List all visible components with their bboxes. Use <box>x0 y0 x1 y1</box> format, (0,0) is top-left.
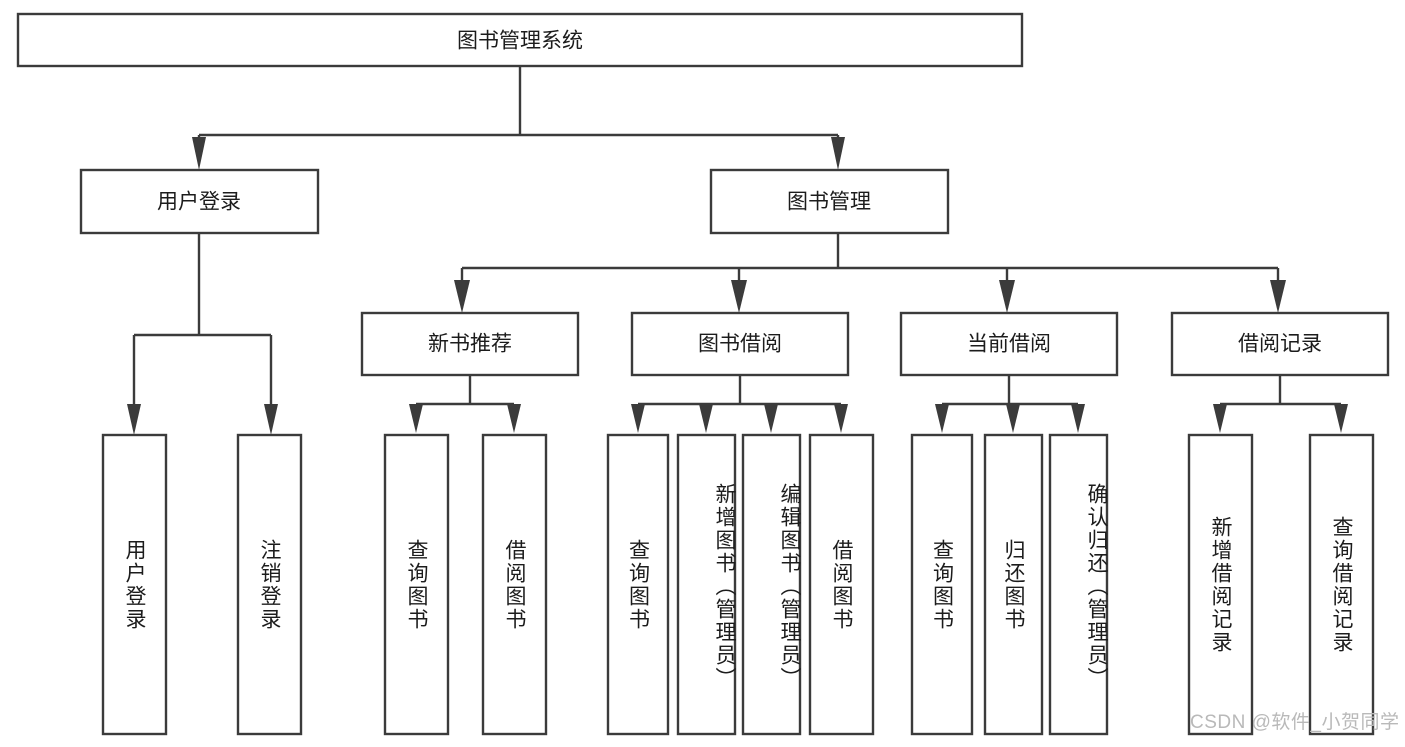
node-user-login-label: 用户登录 <box>157 191 241 214</box>
node-borrow-record-label: 借阅记录 <box>1238 333 1322 356</box>
node-root-box[interactable] <box>16 12 1024 68</box>
leaf-box-user-login[interactable] <box>101 433 168 736</box>
node-current-borrow-box[interactable] <box>899 311 1119 377</box>
node-user-login[interactable]: 用户登录 <box>79 168 320 235</box>
arrow-to-book-borrow <box>731 280 747 313</box>
leaf-box-query-borrow-record[interactable] <box>1308 433 1375 736</box>
arrow-to-user-login <box>192 137 206 170</box>
leaf-box-query-book-1[interactable] <box>383 433 450 736</box>
leaf-boxes <box>101 433 1375 736</box>
arrow-bb-leaf-4 <box>834 404 848 433</box>
node-borrow-record-box[interactable] <box>1170 311 1390 377</box>
arrow-cb-leaf-2 <box>1006 404 1020 433</box>
leaf-box-borrow-book-1[interactable] <box>481 433 548 736</box>
arrow-to-leaf-user-login <box>127 404 141 435</box>
arrow-br-leaf-2 <box>1334 404 1348 433</box>
edge-group-book-borrow <box>631 375 848 433</box>
arrow-nbr-leaf-2 <box>507 404 521 433</box>
arrow-br-leaf-1 <box>1213 404 1227 433</box>
leaf-box-add-borrow-record[interactable] <box>1187 433 1254 736</box>
node-book-mgmt[interactable]: 图书管理 <box>709 168 950 235</box>
watermark-text: CSDN @软件_小贺同学 <box>1190 712 1400 733</box>
node-book-mgmt-box[interactable] <box>709 168 950 235</box>
edge-group-user-login <box>127 233 278 435</box>
node-root[interactable]: 图书管理系统 <box>16 12 1024 68</box>
arrow-to-leaf-logout <box>264 404 278 435</box>
arrow-nbr-leaf-1 <box>409 404 423 433</box>
node-new-book-rec-box[interactable] <box>360 311 580 377</box>
edge-group-book-mgmt <box>454 233 1286 313</box>
arrow-bb-leaf-3 <box>764 404 778 433</box>
edge-group-current-borrow <box>935 375 1085 433</box>
arrow-cb-leaf-3 <box>1071 404 1085 433</box>
node-user-login-box[interactable] <box>79 168 320 235</box>
edge-group-new-book-rec <box>409 375 521 433</box>
leaf-box-return-book[interactable] <box>983 433 1044 736</box>
leaf-box-query-book-3[interactable] <box>910 433 974 736</box>
edge-group-root <box>192 66 845 170</box>
node-book-borrow[interactable]: 图书借阅 <box>630 311 850 377</box>
leaf-box-confirm-return-admin[interactable] <box>1048 433 1109 736</box>
node-new-book-rec-label: 新书推荐 <box>428 333 512 356</box>
node-root-label: 图书管理系统 <box>457 30 583 53</box>
leaf-box-logout[interactable] <box>236 433 303 736</box>
leaf-box-query-book-2[interactable] <box>606 433 670 736</box>
arrow-cb-leaf-1 <box>935 404 949 433</box>
leaf-box-borrow-book-2[interactable] <box>808 433 875 736</box>
node-book-borrow-label: 图书借阅 <box>698 333 782 356</box>
node-book-mgmt-label: 图书管理 <box>787 191 871 214</box>
node-current-borrow[interactable]: 当前借阅 <box>899 311 1119 377</box>
node-new-book-rec[interactable]: 新书推荐 <box>360 311 580 377</box>
leaf-box-edit-book-admin[interactable] <box>741 433 802 736</box>
node-book-borrow-box[interactable] <box>630 311 850 377</box>
leaf-box-add-book-admin[interactable] <box>676 433 737 736</box>
arrow-to-borrow-record <box>1270 280 1286 313</box>
arrow-bb-leaf-1 <box>631 404 645 433</box>
arrow-to-new-book-rec <box>454 280 470 313</box>
node-current-borrow-label: 当前借阅 <box>967 333 1051 356</box>
arrow-bb-leaf-2 <box>699 404 713 433</box>
edge-group-borrow-record <box>1213 375 1348 433</box>
arrow-to-book-mgmt <box>831 137 845 170</box>
node-borrow-record[interactable]: 借阅记录 <box>1170 311 1390 377</box>
arrow-to-current-borrow <box>999 280 1015 313</box>
